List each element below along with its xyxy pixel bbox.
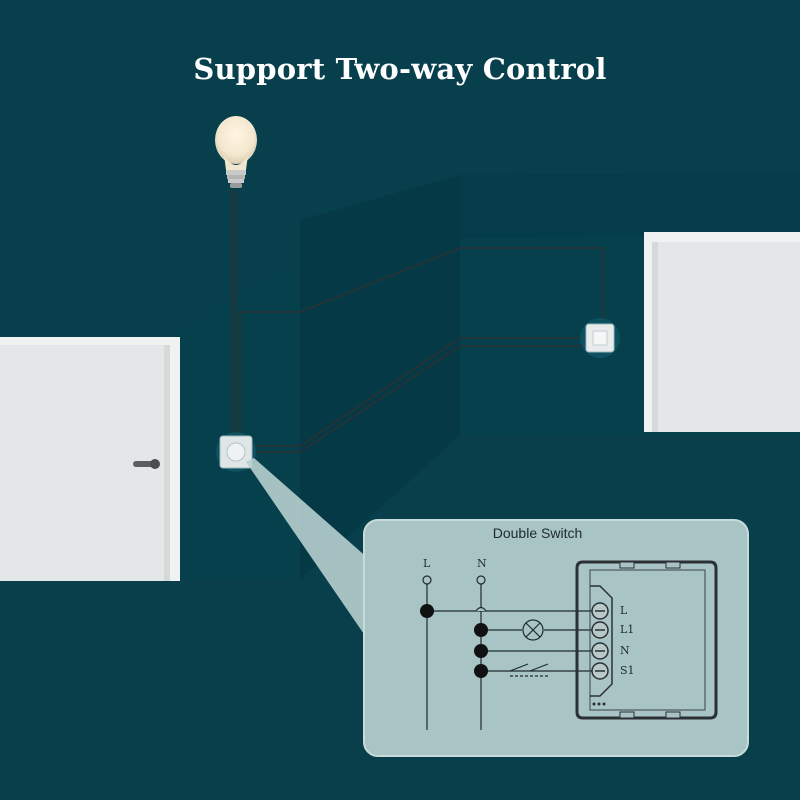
smart-switch-remote [580,318,620,358]
wiring-schematic [422,575,592,730]
left-door [0,337,180,581]
junction-dots [420,604,488,678]
corridor-side-wall [300,175,460,580]
corridor-ceiling [460,172,800,238]
indicator-dots [592,702,606,706]
rail-label-l: L [423,557,431,570]
terminal-label-l1: L1 [620,623,635,636]
wire-lower-route-2 [252,345,590,453]
door-handle-icon [133,459,160,469]
callout-panel [363,519,749,757]
wire-upper-route [239,247,604,440]
terminal-label-n: N [620,644,630,657]
switch-contact-1 [509,663,529,672]
terminal-label-l: L [620,604,628,617]
right-door [644,232,800,432]
light-bulb-icon [215,116,257,188]
switch-module-device [575,560,718,720]
wiring [231,190,604,453]
terminal-label-s1: S1 [620,664,635,677]
callout-title: Double Switch [492,525,583,541]
switch-contact-2 [529,663,549,672]
callout-pointer [246,458,370,640]
terminal-screws [591,602,609,680]
wire-lower-route-1 [252,337,590,447]
page-title: Support Two-way Control [193,52,607,86]
rail-label-n: N [477,557,487,570]
